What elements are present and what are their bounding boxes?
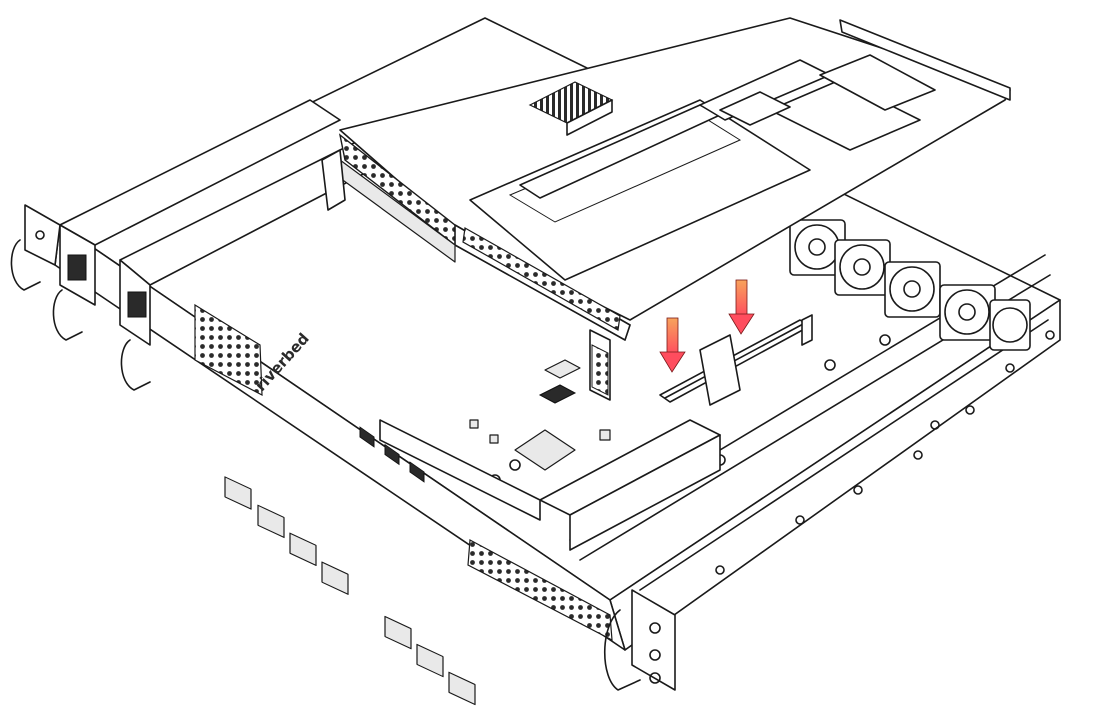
left-rack-ear bbox=[24, 204, 61, 266]
bracket-cutout-1 bbox=[769, 79, 921, 151]
chip-2 bbox=[538, 384, 577, 404]
power-supply-1 bbox=[59, 99, 341, 306]
cooling-fans bbox=[789, 219, 1031, 351]
bracket-cutout-2 bbox=[819, 54, 936, 111]
riser-card-assembly bbox=[321, 17, 1011, 483]
fan-3 bbox=[884, 261, 941, 318]
psu-handles bbox=[10, 239, 151, 391]
standoff bbox=[801, 314, 813, 346]
fan-1 bbox=[789, 219, 846, 276]
fan-4 bbox=[939, 284, 996, 341]
bracket-side-flap bbox=[839, 19, 1011, 101]
insertion-arrow-1 bbox=[659, 317, 686, 373]
connector-block bbox=[699, 334, 741, 406]
fan-2 bbox=[834, 239, 891, 296]
insertion-arrow-2 bbox=[728, 279, 755, 335]
right-handle bbox=[603, 609, 641, 691]
chip-1 bbox=[514, 429, 576, 471]
chassis: riverbed bbox=[10, 17, 1061, 706]
bracket-end-left bbox=[321, 149, 346, 211]
insertion-arrows bbox=[659, 279, 755, 373]
expansion-card bbox=[469, 99, 811, 281]
right-rack-ear bbox=[631, 589, 676, 691]
riser-card-ports bbox=[339, 159, 456, 483]
front-vent-grille-2 bbox=[194, 303, 263, 397]
chip-3 bbox=[544, 359, 581, 379]
ethernet-ports bbox=[224, 476, 476, 706]
side-wall-screws bbox=[715, 330, 1055, 575]
front-vent-grille bbox=[467, 539, 613, 642]
fan-5 bbox=[989, 299, 1031, 351]
